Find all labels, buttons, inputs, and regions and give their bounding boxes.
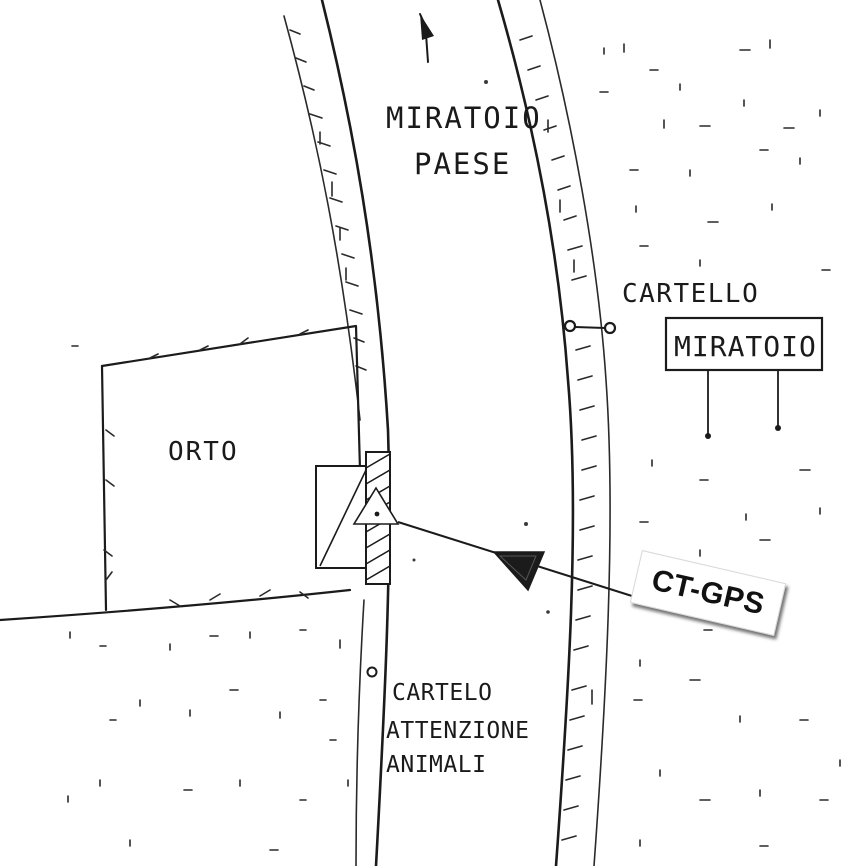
road-name-line1: MIRATOIO	[386, 101, 542, 135]
road-right-edge	[496, 0, 575, 866]
embankment-left-lower	[355, 599, 365, 866]
triangle-station-icon	[352, 486, 400, 525]
right-embankment-hatching	[519, 35, 597, 841]
sign-caption: CARTELLO	[622, 279, 759, 309]
speckle-dots	[412, 80, 550, 614]
sign-board: MIRATOIO	[664, 316, 824, 439]
sign-post-marker	[563, 319, 617, 335]
animal-sign-line3: ANIMALI	[386, 752, 486, 778]
road	[283, 0, 611, 866]
lower-boundary-line	[0, 588, 352, 622]
embankment-right-outer	[539, 0, 611, 866]
vegetation-specks-right	[599, 39, 841, 847]
animal-sign-line1: CARTELO	[392, 680, 492, 706]
garden-boundary	[100, 324, 362, 612]
left-embankment-hatching	[289, 29, 367, 371]
road-name-line2: PAESE	[414, 147, 511, 181]
north-arrow-icon	[419, 13, 434, 63]
garden-label: ORTO	[168, 437, 239, 467]
road-left-edge	[320, 0, 391, 866]
embankment-left-inner	[283, 15, 361, 421]
animal-sign-post-marker	[366, 666, 378, 678]
vegetation-specks-left	[67, 345, 349, 851]
sign-board-text: MIRATOIO	[674, 330, 817, 363]
animal-sign-line2: ATTENZIONE	[386, 718, 529, 744]
filled-triangle-icon	[492, 551, 546, 592]
